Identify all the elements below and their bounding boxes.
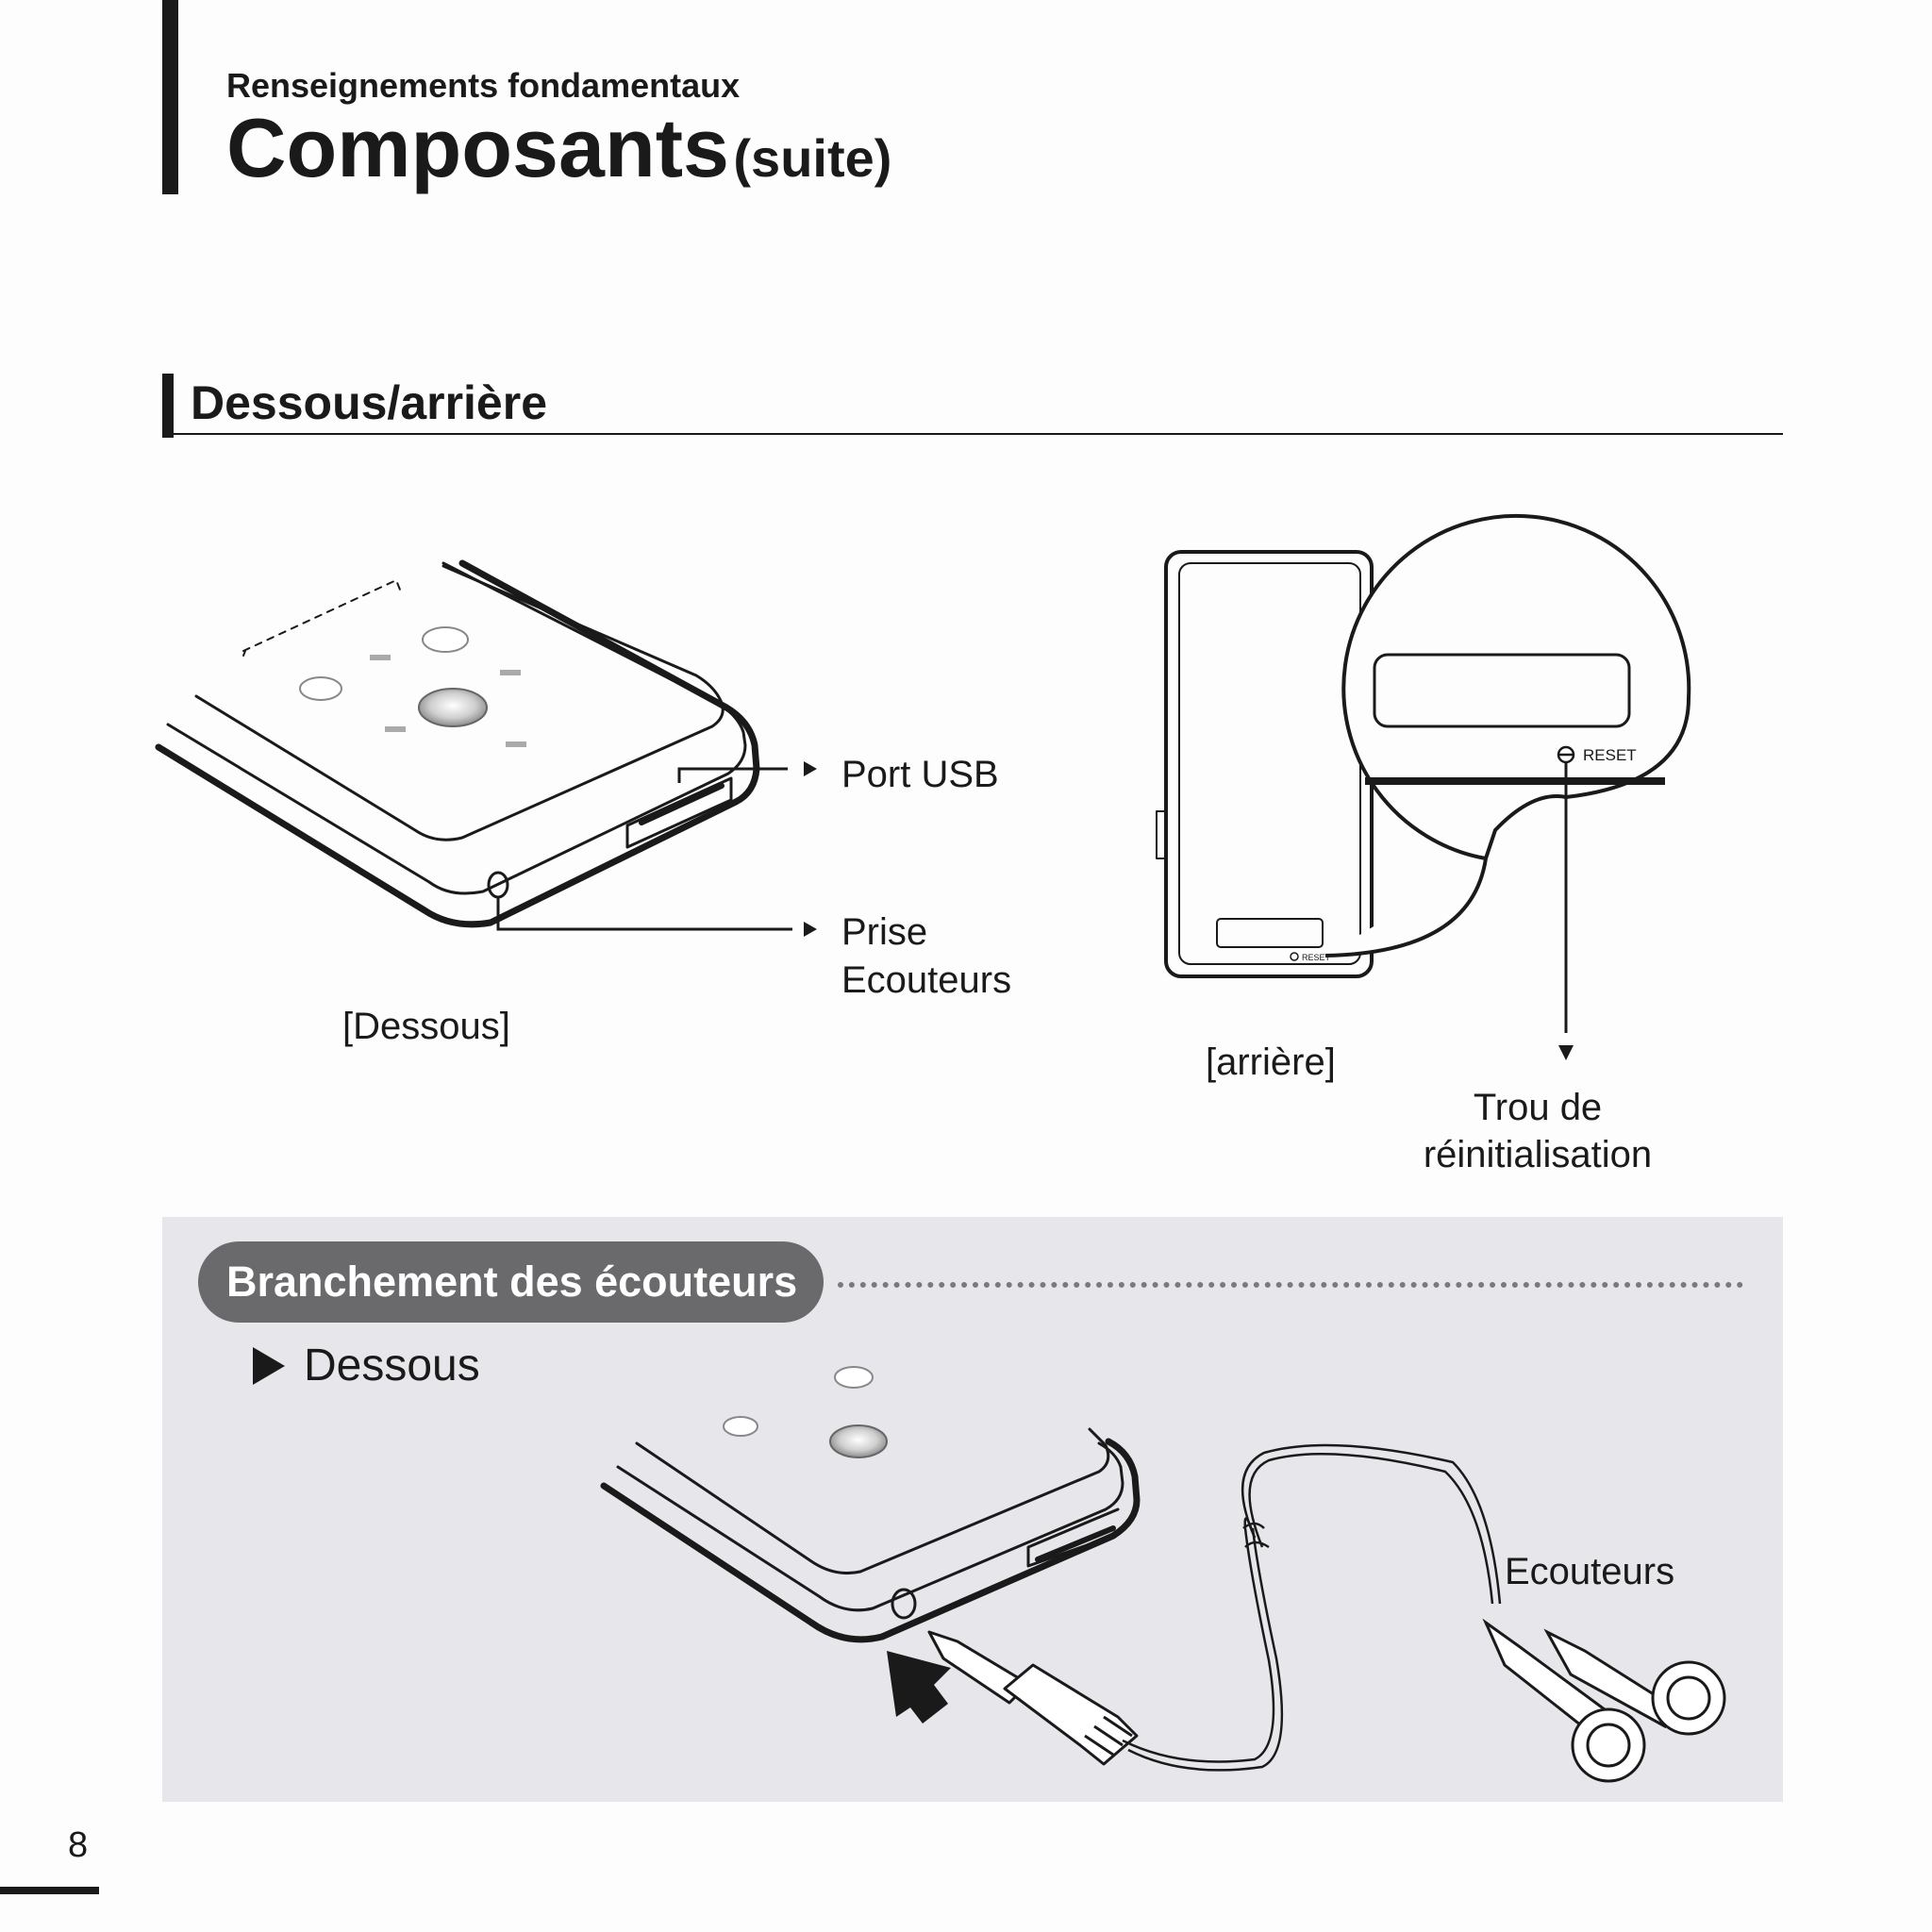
page-title-main: Composants — [226, 101, 729, 194]
section-accent-bar — [162, 374, 174, 438]
zoom-reset-label: RESET — [1583, 746, 1637, 764]
usb-callout-arrow — [804, 761, 817, 776]
jack-callout-arrow — [804, 922, 817, 937]
earphone-plug — [927, 1630, 1139, 1766]
panel-pill-title: Branchement des écouteurs — [198, 1241, 824, 1323]
bullet-label: Dessous — [304, 1341, 480, 1391]
earbuds — [1482, 1618, 1726, 1783]
device-earphone-illustration — [600, 1427, 1141, 1643]
jack-callout-line — [496, 898, 792, 931]
pill-dotted-leader — [838, 1282, 1743, 1288]
header-accent-bar — [162, 0, 178, 194]
page-number-rule — [0, 1887, 99, 1894]
earphone-cable — [1122, 1443, 1502, 1772]
reset-callout-arrow — [1558, 1045, 1574, 1060]
page-title: Composants (suite) — [226, 98, 891, 198]
callout-reset-line1: Trou de — [1473, 1087, 1603, 1128]
page-number: 8 — [68, 1825, 89, 1865]
rear-reset-small-label: RESET — [1302, 953, 1331, 962]
caption-bottom: [Dessous] — [342, 1006, 510, 1047]
bullet-triangle-icon — [253, 1346, 285, 1385]
device-button-cluster-2 — [723, 1366, 888, 1458]
insert-arrow — [887, 1651, 951, 1724]
bullet-item: Dessous — [253, 1340, 480, 1391]
page-title-suffix: (suite) — [733, 128, 892, 188]
callout-jack-line2: Ecouteurs — [841, 959, 1012, 1001]
callout-reset-line2: réinitialisation — [1423, 1134, 1653, 1175]
device-rear-illustration — [1156, 550, 1374, 978]
callout-usb-port: Port USB — [841, 754, 999, 795]
chapter-eyebrow: Renseignements fondamentaux — [226, 66, 741, 105]
callout-earphones: Ecouteurs — [1505, 1551, 1675, 1592]
caption-rear: [arrière] — [1206, 1041, 1336, 1083]
device-button-cluster — [299, 626, 526, 747]
callout-jack-line1: Prise — [841, 911, 928, 953]
section-rule — [174, 433, 1783, 435]
reset-zoom-magnifier — [1324, 513, 1691, 1033]
device-bottom-illustration — [155, 559, 760, 928]
section-title: Dessous/arrière — [191, 376, 548, 429]
usb-callout-line — [677, 767, 788, 783]
